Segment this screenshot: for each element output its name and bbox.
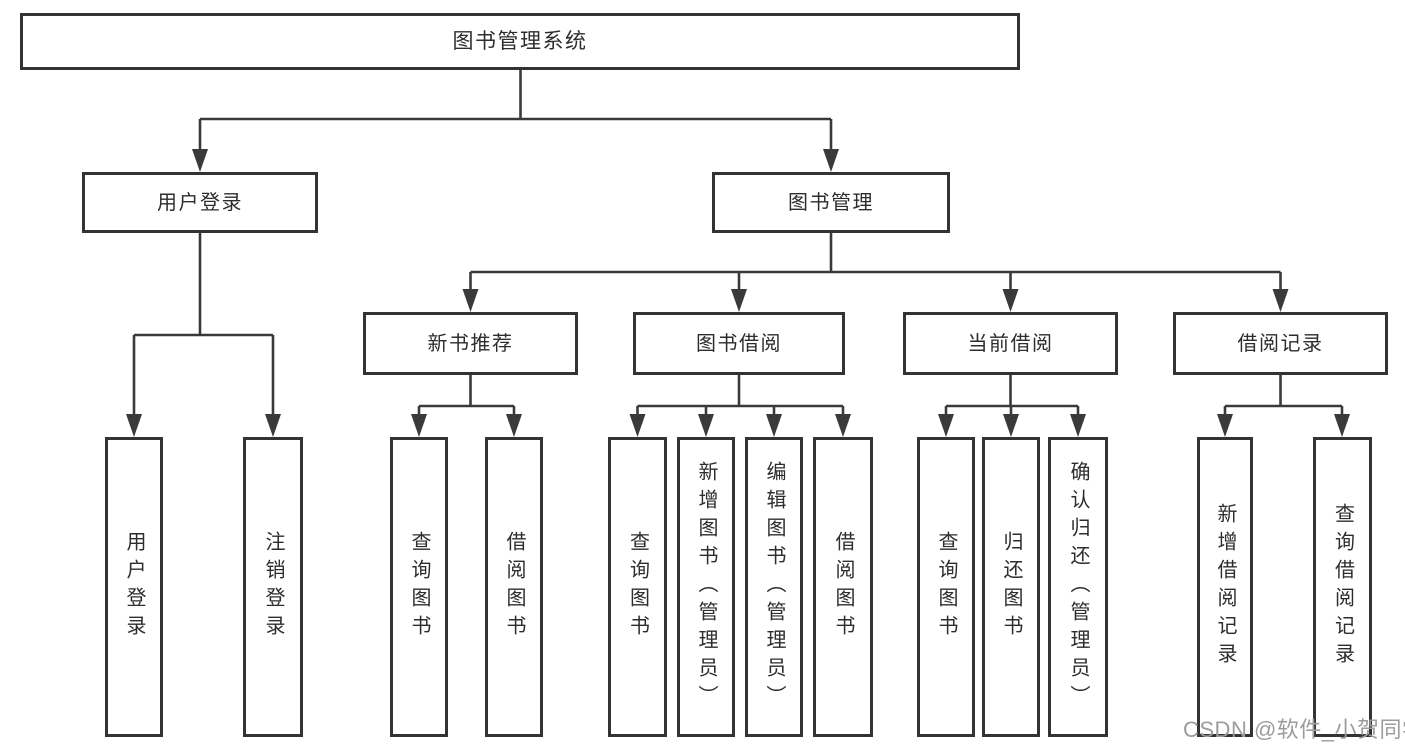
leaf-query-books-borrow: 查询图书 xyxy=(608,437,667,737)
node-label: 借阅图书 xyxy=(503,531,525,643)
node-label: 用户登录 xyxy=(157,191,243,214)
node-label: 借阅记录 xyxy=(1237,332,1324,355)
arrowhead-down-icon xyxy=(265,414,281,437)
node-label: 新增借阅记录 xyxy=(1214,503,1236,671)
node-label: 图书借阅 xyxy=(696,332,782,355)
arrowhead-down-icon xyxy=(192,149,208,172)
leaf-logout: 注销登录 xyxy=(243,437,303,737)
arrowhead-down-icon xyxy=(731,289,747,312)
node-label: 用户登录 xyxy=(123,531,145,643)
node-book-management: 图书管理 xyxy=(712,172,950,233)
leaf-borrow-books: 借阅图书 xyxy=(813,437,873,737)
arrowhead-down-icon xyxy=(835,414,851,437)
leaf-borrow-books-recommend: 借阅图书 xyxy=(485,437,543,737)
node-label: 查询借阅记录 xyxy=(1331,503,1354,671)
node-label: 注销登录 xyxy=(262,531,284,643)
arrowhead-down-icon xyxy=(1217,414,1233,437)
node-label: 新增图书（管理员） xyxy=(695,461,717,713)
arrowhead-down-icon xyxy=(1002,289,1019,312)
arrowhead-down-icon xyxy=(629,414,646,437)
arrowhead-down-icon xyxy=(766,414,782,437)
arrowhead-down-icon xyxy=(1003,414,1019,437)
node-label: 图书管理 xyxy=(788,191,874,214)
leaf-query-books-recommend: 查询图书 xyxy=(390,437,448,737)
node-user-login: 用户登录 xyxy=(82,172,318,233)
node-library-management-system: 图书管理系统 xyxy=(20,13,1020,70)
node-label: 查询图书 xyxy=(935,531,957,643)
arrowhead-down-icon xyxy=(1070,414,1086,437)
leaf-return-books: 归还图书 xyxy=(982,437,1040,737)
leaf-query-books-current: 查询图书 xyxy=(917,437,975,737)
arrowhead-down-icon xyxy=(1272,289,1289,312)
leaf-edit-book-admin: 编辑图书（管理员） xyxy=(745,437,803,737)
node-label: 查询图书 xyxy=(408,531,430,643)
leaf-add-book-admin: 新增图书（管理员） xyxy=(677,437,735,737)
node-current-borrow: 当前借阅 xyxy=(903,312,1118,375)
node-label: 归还图书 xyxy=(1000,531,1022,643)
node-label: 借阅图书 xyxy=(832,531,854,643)
node-new-book-recommend: 新书推荐 xyxy=(363,312,578,375)
leaf-confirm-return-admin: 确认归还（管理员） xyxy=(1048,437,1108,737)
node-book-borrow: 图书借阅 xyxy=(633,312,845,375)
arrowhead-down-icon xyxy=(411,414,427,437)
leaf-query-borrow-record: 查询借阅记录 xyxy=(1313,437,1372,737)
leaf-add-borrow-record: 新增借阅记录 xyxy=(1197,437,1253,737)
node-label: 查询图书 xyxy=(626,531,649,643)
node-label: 确认归还（管理员） xyxy=(1067,461,1089,713)
arrowhead-down-icon xyxy=(506,414,522,437)
node-label: 新书推荐 xyxy=(427,332,514,355)
arrowhead-down-icon xyxy=(126,414,142,437)
node-borrow-records: 借阅记录 xyxy=(1173,312,1388,375)
arrowhead-down-icon xyxy=(462,289,479,312)
node-label: 图书管理系统 xyxy=(452,30,588,53)
arrowhead-down-icon xyxy=(698,414,714,437)
node-label: 编辑图书（管理员） xyxy=(763,461,785,713)
node-label: 当前借阅 xyxy=(967,332,1054,355)
arrowhead-down-icon xyxy=(823,149,839,172)
leaf-user-login: 用户登录 xyxy=(105,437,163,737)
arrowhead-down-icon xyxy=(1334,414,1350,437)
arrowhead-down-icon xyxy=(938,414,954,437)
